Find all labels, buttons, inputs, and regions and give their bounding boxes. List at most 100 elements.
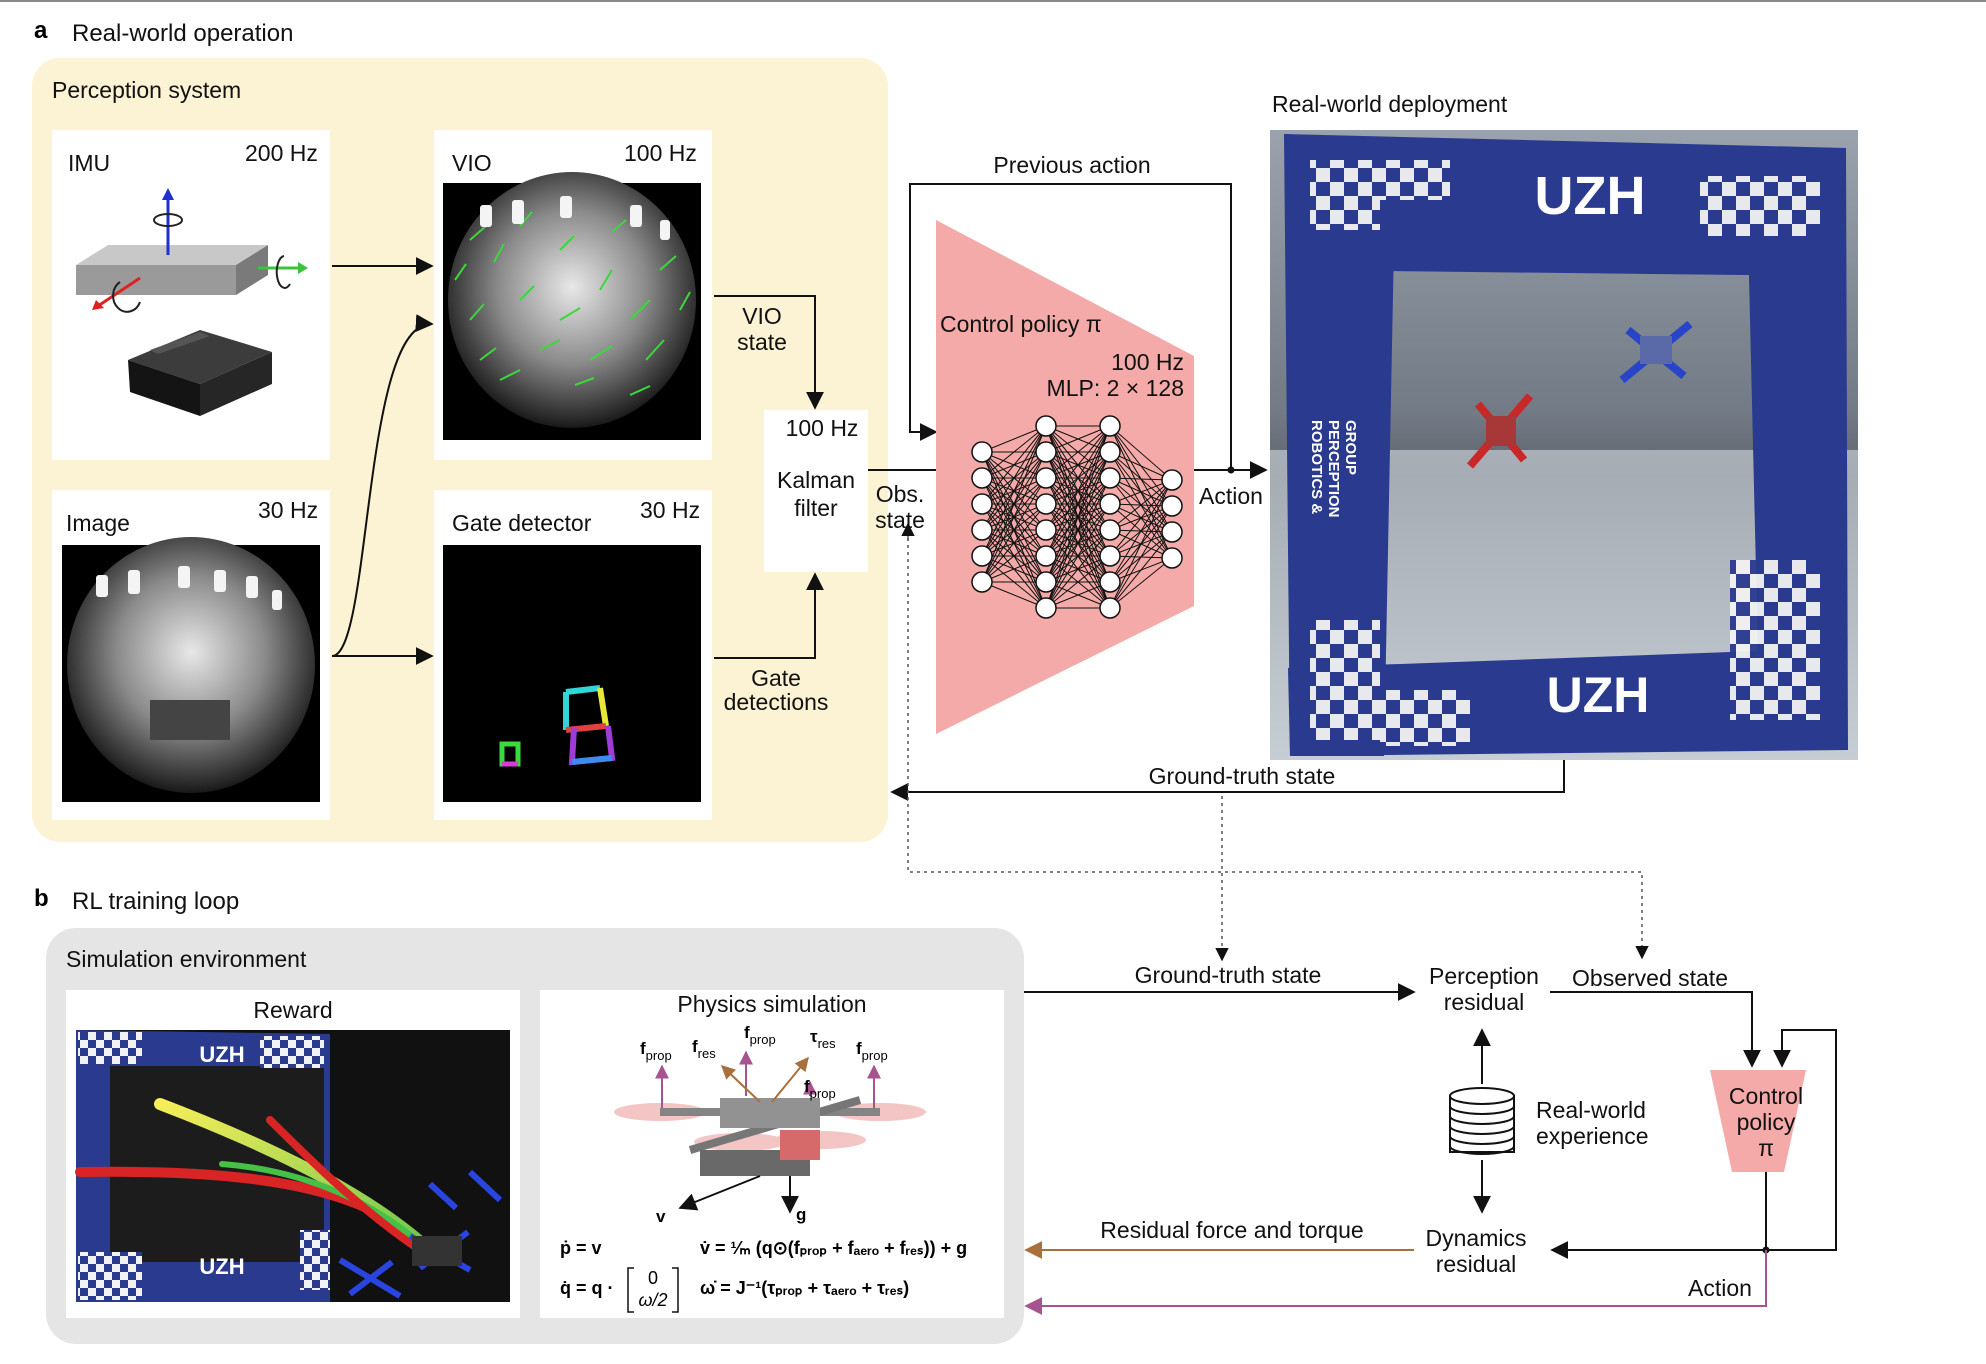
sim-title: Simulation environment — [66, 946, 307, 972]
mlp-edge — [1045, 425, 1111, 479]
mlp-neuron-l1 — [1035, 415, 1057, 437]
mlp-edge — [981, 503, 1047, 583]
red-drone — [1466, 393, 1534, 469]
imu-rate: 200 Hz — [245, 140, 318, 166]
kalman-filter-box: 100 Hz Kalman filter — [764, 410, 868, 572]
svg-text:fres: fres — [692, 1037, 716, 1061]
vio-card: VIO 100 Hz — [434, 130, 712, 460]
mlp-neuron-l0 — [971, 519, 993, 541]
equations: ṗ = v v̇ = ¹⁄ₘ (q⊙(fₚᵣₒₚ + fₐₑᵣₒ + fᵣₑₛ)… — [560, 1238, 967, 1313]
mlp-edge — [1109, 505, 1173, 609]
svg-text:GROUP: GROUP — [1342, 420, 1359, 475]
mlp-neuron-l0 — [971, 467, 993, 489]
mlp-edge — [1045, 425, 1111, 609]
mlp-edge — [981, 477, 1047, 583]
svg-text:fprop: fprop — [640, 1039, 672, 1063]
mlp-edge — [1109, 479, 1173, 531]
obs-state-label-2: state — [875, 507, 925, 533]
cp-small-2: policy — [1737, 1109, 1796, 1135]
svg-text:v: v — [656, 1207, 666, 1226]
physics-label: Physics simulation — [677, 991, 866, 1017]
mlp-edge — [1109, 479, 1173, 505]
eq-q-vec-bottom: ω/2 — [638, 1290, 667, 1310]
previous-action-label: Previous action — [993, 152, 1150, 178]
mlp-edge — [1109, 557, 1173, 609]
arrow-observed-state — [1550, 991, 1761, 1068]
mlp-edge — [981, 425, 1047, 479]
mlp-edge — [981, 425, 1047, 505]
mlp-edge — [981, 529, 1047, 583]
force-arrows — [655, 1050, 881, 1214]
ground-truth-label-a: Ground-truth state — [1149, 763, 1336, 789]
policy-feedback-loop — [1765, 1029, 1837, 1251]
vio-label: VIO — [452, 150, 492, 176]
action-label-b: Action — [1688, 1275, 1752, 1301]
deployment-title: Real-world deployment — [1272, 91, 1508, 117]
panel-b-letter: b — [34, 885, 49, 912]
mlp-neuron-l0 — [971, 493, 993, 515]
imu-label: IMU — [68, 150, 110, 176]
mlp-edge — [1045, 425, 1111, 505]
mlp-neuron-l1 — [1035, 571, 1057, 593]
gate-uzh-bottom: UZH — [1547, 667, 1650, 723]
mlp-edge — [1045, 529, 1111, 609]
mlp-edge — [1045, 477, 1111, 609]
imu-axes-icon — [76, 188, 308, 313]
mlp-neuron-l2 — [1099, 467, 1121, 489]
svg-text:τres: τres — [810, 1027, 836, 1051]
gate-detector-rate: 30 Hz — [640, 497, 700, 523]
mlp-neuron-l1 — [1035, 441, 1057, 463]
vio-state-label-2: state — [737, 329, 787, 355]
camera-ceiling-lights — [96, 566, 282, 610]
eq-p-dot: ṗ = v — [560, 1238, 602, 1258]
mlp-neuron-l0 — [971, 571, 993, 593]
eq-v-dot: v̇ = ¹⁄ₘ (q⊙(fₚᵣₒₚ + fₐₑᵣₒ + fᵣₑₛ)) + g — [700, 1238, 967, 1258]
mlp-neuron-l3 — [1161, 495, 1183, 517]
cp-small-3: π — [1758, 1135, 1774, 1161]
mlp-edge — [1045, 425, 1111, 453]
kalman-line-2: filter — [794, 495, 838, 521]
mlp-edge — [981, 555, 1047, 583]
mlp-edge — [1109, 451, 1173, 481]
database-icon — [1449, 1087, 1515, 1155]
mlp-neuron-l2 — [1099, 545, 1121, 567]
arrow-action-b — [1024, 1250, 1767, 1315]
mlp-neuron-l2 — [1099, 519, 1121, 541]
perception-residual-2: residual — [1444, 989, 1525, 1015]
svg-text:fprop: fprop — [856, 1039, 888, 1063]
mlp-neuron-l1 — [1035, 467, 1057, 489]
imu-sensor-icon — [128, 330, 272, 416]
eq-q-vec-top: 0 — [648, 1268, 658, 1288]
observed-state-label: Observed state — [1572, 965, 1728, 991]
eq-w-dot: ω̇ = J⁻¹(τₚᵣₒₚ + τₐₑᵣₒ + τᵣₑₛ) — [700, 1278, 909, 1298]
force-labels: fprop fres fprop τres fprop fprop v g — [640, 1023, 888, 1226]
cp-small-1: Control — [1729, 1083, 1803, 1109]
svg-text:PERCEPTION: PERCEPTION — [1325, 420, 1342, 518]
image-rate: 30 Hz — [258, 497, 318, 523]
mlp-neuron-l2 — [1099, 441, 1121, 463]
vio-ceiling-lights — [480, 196, 670, 240]
gate-banner-left: ROBOTICS & PERCEPTION GROUP — [1308, 420, 1359, 518]
arrow-vio-state — [714, 295, 824, 410]
previous-action-loop — [909, 183, 1232, 470]
mlp-edge — [981, 581, 1047, 609]
mlp-edge — [981, 425, 1047, 531]
mlp-edge — [1109, 425, 1173, 481]
physics-card: Physics simulation fprop fres fprop — [540, 990, 1004, 1318]
arrow-ground-truth-a — [890, 760, 1565, 801]
blue-drone — [1619, 320, 1693, 384]
vio-rate: 100 Hz — [624, 140, 697, 166]
kalman-rate: 100 Hz — [786, 415, 859, 441]
mlp-neuron-l3 — [1161, 521, 1183, 543]
image-card: Image 30 Hz — [52, 490, 330, 820]
quadrotor-render — [614, 1096, 926, 1176]
mlp-neuron-l0 — [971, 545, 993, 567]
reward-label: Reward — [253, 997, 332, 1023]
mlp-edge — [981, 425, 1047, 557]
control-policy-small: Control policy π — [1710, 1070, 1806, 1172]
panel-b-title: RL training loop — [72, 888, 239, 915]
mlp-neuron-l0 — [971, 441, 993, 463]
gate-uzh-top: UZH — [1535, 166, 1646, 226]
svg-text:fprop: fprop — [804, 1077, 836, 1101]
mlp-edge — [1045, 555, 1111, 609]
